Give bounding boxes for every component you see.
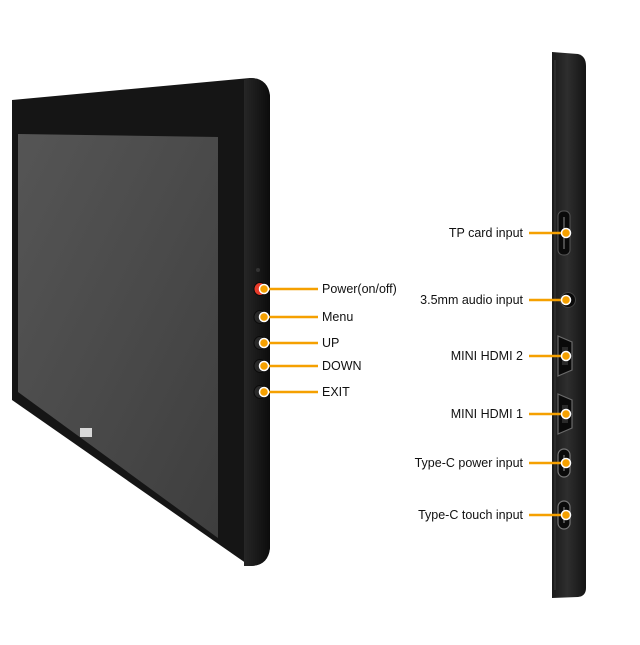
callout-dot <box>560 294 572 306</box>
side-port-label: 3.5mm audio input <box>420 293 523 307</box>
callout-dot <box>258 311 270 323</box>
side-port-label: MINI HDMI 1 <box>450 407 523 421</box>
front-button-label: Menu <box>322 310 354 324</box>
side-port-label: TP card input <box>448 226 523 240</box>
light-sensor-icon <box>256 268 260 272</box>
front-button-label: UP <box>322 336 340 350</box>
front-button-label: DOWN <box>322 359 362 373</box>
callout-dot <box>258 337 270 349</box>
monitor-screen <box>18 134 218 538</box>
side-port-label: MINI HDMI 2 <box>450 349 523 363</box>
front-button-label: EXIT <box>322 385 350 399</box>
callout-dot <box>560 408 572 420</box>
callout-dot <box>560 350 572 362</box>
front-button-label: Power(on/off) <box>322 282 397 296</box>
monitor-logo-badge <box>80 428 92 437</box>
callout-dot <box>560 227 572 239</box>
side-port-label: Type-C touch input <box>418 508 523 522</box>
side-port-label: Type-C power input <box>414 456 523 470</box>
callout-dot <box>560 457 572 469</box>
callout-dot <box>258 283 270 295</box>
callout-dot <box>258 360 270 372</box>
callout-dot <box>560 509 572 521</box>
monitor-front-view <box>12 78 270 566</box>
callout-dot <box>258 386 270 398</box>
